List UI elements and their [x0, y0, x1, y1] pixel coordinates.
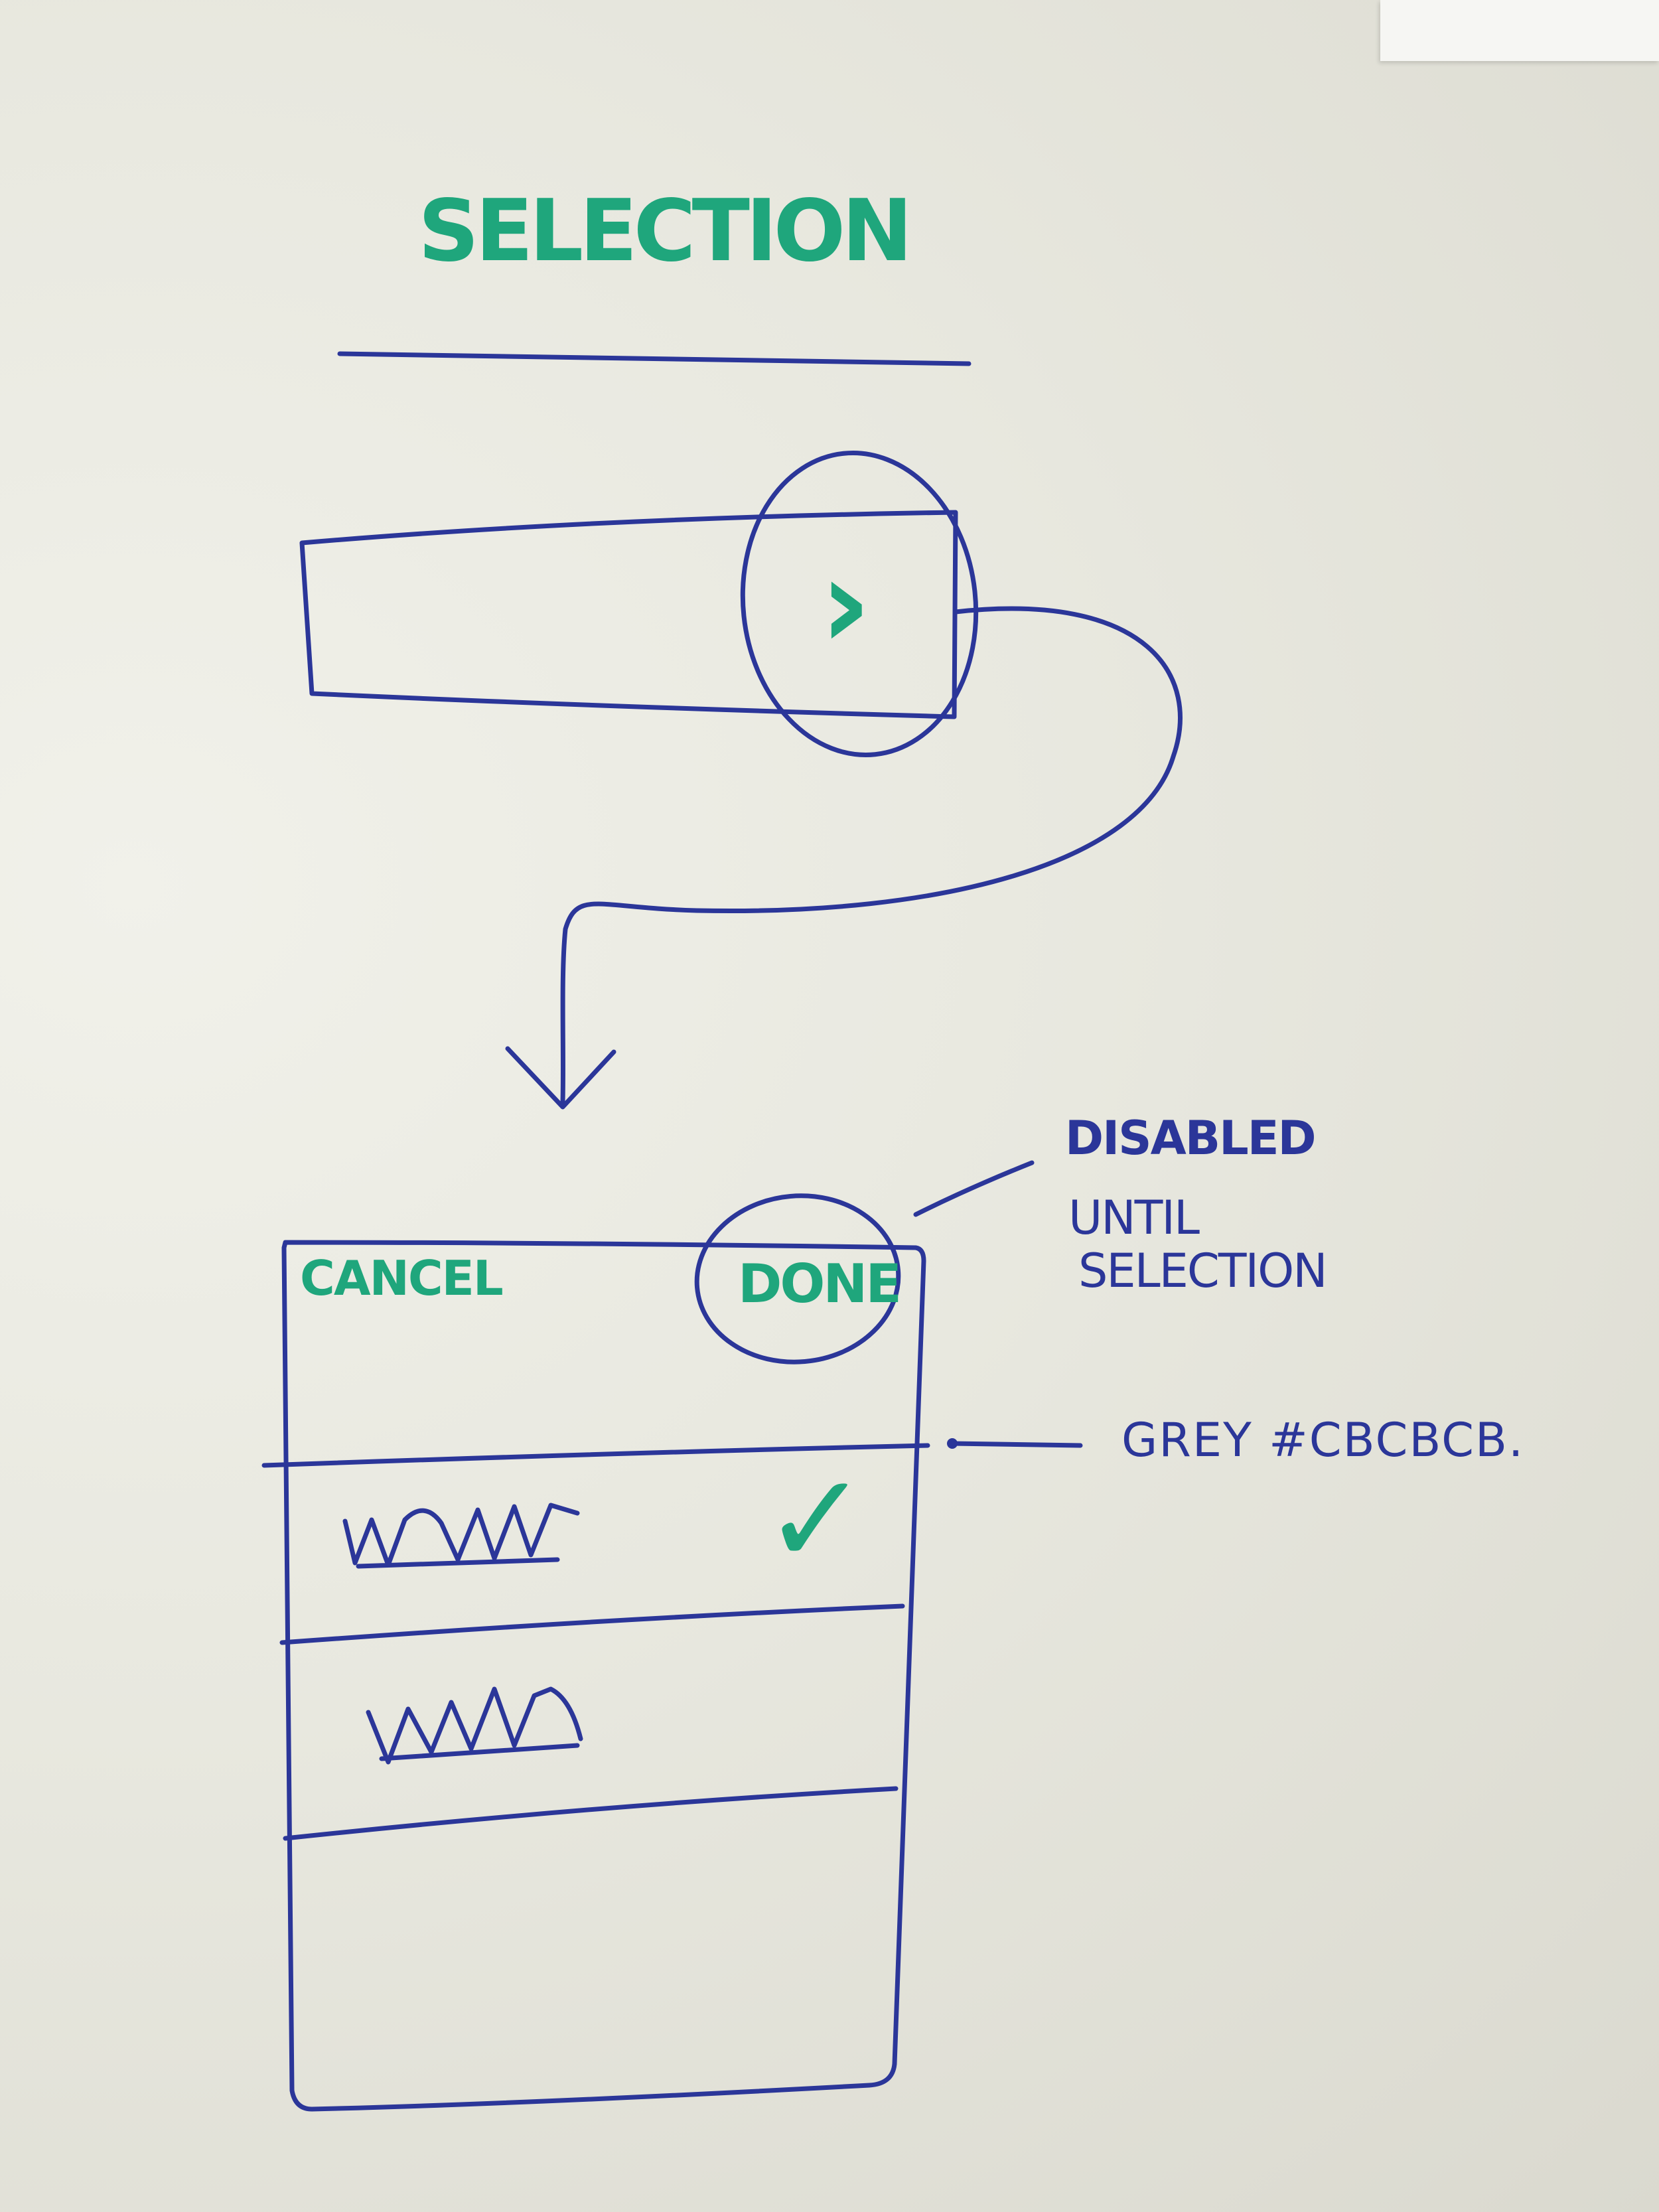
chevron-right-icon[interactable]: ›	[820, 530, 872, 677]
flow-arrowhead-icon	[505, 1046, 616, 1110]
picker-sheet-outline	[281, 1240, 926, 2112]
row-separator-2	[283, 1786, 899, 1841]
chevron-highlight-circle	[740, 451, 979, 757]
done-button[interactable]: DONE	[738, 1253, 902, 1315]
sheet-header-separator	[261, 1443, 930, 1468]
grey-separator-note: GREY #CBCBCB.	[1121, 1413, 1525, 1467]
disabled-note-line-3: SELECTION	[1078, 1244, 1328, 1298]
done-highlight-circle	[694, 1193, 901, 1364]
diagram-title: Selection	[418, 182, 912, 281]
row-2-placeholder-text	[366, 1686, 583, 1765]
disabled-note-line-2: UNTIL	[1068, 1191, 1200, 1245]
trigger-row-outline	[299, 510, 958, 719]
cancel-button[interactable]: CANCEL	[300, 1250, 504, 1306]
paper-corner	[1380, 0, 1659, 61]
row-separator-1	[279, 1603, 905, 1645]
disabled-note-leader	[913, 1160, 1035, 1217]
grey-note-leader	[950, 1441, 1083, 1448]
checkmark-icon: ✓	[763, 1446, 869, 1593]
flow-connector	[560, 606, 1183, 1104]
disabled-note-line-1: DISABLED	[1065, 1111, 1317, 1165]
title-underline	[337, 351, 972, 366]
row-1-placeholder-text	[342, 1503, 580, 1569]
